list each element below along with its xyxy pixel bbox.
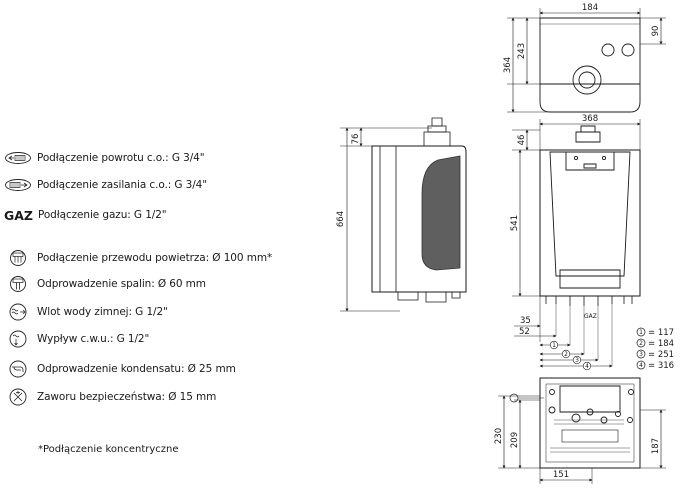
legend: Podłączenie powrotu c.o.: G 3/4" Podłącz… xyxy=(0,0,340,492)
side-view-dimensions xyxy=(345,127,363,312)
key-table xyxy=(636,327,646,370)
legend-text-flue: Odprowadzenie spalin: Ø 60 mm xyxy=(37,278,206,290)
return-connection-icon xyxy=(4,149,32,167)
legend-text-air: Podłączenie przewodu powietrza: Ø 100 mm… xyxy=(37,252,273,264)
legend-row-supply: Podłączenie zasilania c.o.: G 3/4" xyxy=(4,176,207,194)
key-value-3: = 251 xyxy=(648,350,674,360)
dim-187: 187 xyxy=(651,438,661,454)
top-view-dimensions xyxy=(511,11,663,113)
front-gas-label: GAZ xyxy=(584,313,597,320)
dim-364: 364 xyxy=(503,57,513,73)
dim-541: 541 xyxy=(510,215,520,231)
safety-valve-icon xyxy=(4,388,32,406)
legend-text-condensate: Odprowadzenie kondensatu: Ø 25 mm xyxy=(37,363,236,375)
dim-368: 368 xyxy=(582,114,598,124)
legend-row-flue: Odprowadzenie spalin: Ø 60 mm xyxy=(4,275,206,293)
front-view-dimensions xyxy=(514,122,641,368)
bottom-view xyxy=(498,377,666,484)
key-num-4: 4 xyxy=(639,362,643,369)
gas-icon: GAZ xyxy=(4,207,33,223)
dim-209: 209 xyxy=(510,432,520,448)
air-duct-icon xyxy=(4,249,32,267)
legend-text-return: Podłączenie powrotu c.o.: G 3/4" xyxy=(37,152,205,164)
legend-text-cold-water: Wlot wody zimnej: G 1/2" xyxy=(37,306,168,318)
top-view xyxy=(507,8,666,113)
hot-water-outlet-icon xyxy=(4,330,32,348)
footnote: *Podłączenie koncentryczne xyxy=(38,444,179,455)
dim-90: 90 xyxy=(651,26,661,37)
dim-243: 243 xyxy=(517,43,527,59)
dim-52: 52 xyxy=(519,327,530,337)
cold-water-inlet-icon xyxy=(4,303,32,321)
legend-text-safety-valve: Zaworu bezpieczeństwa: Ø 15 mm xyxy=(37,391,217,403)
legend-row-return: Podłączenie powrotu c.o.: G 3/4" xyxy=(4,149,205,167)
condensate-icon xyxy=(4,360,32,378)
bottom-view-dimensions xyxy=(502,395,663,482)
dim-184: 184 xyxy=(582,3,598,13)
legend-text-gas: Podłączenie gazu: G 1/2" xyxy=(38,209,167,221)
flue-gas-icon xyxy=(4,275,32,293)
key-value-4: = 316 xyxy=(648,361,674,371)
dim-46: 46 xyxy=(517,135,527,146)
front-view xyxy=(512,119,641,342)
legend-text-hot-water: Wypływ c.w.u.: G 1/2" xyxy=(37,333,150,345)
supply-connection-icon xyxy=(4,176,32,194)
legend-row-air: Podłączenie przewodu powietrza: Ø 100 mm… xyxy=(4,249,272,267)
side-view xyxy=(340,117,467,312)
front-marker-1: 1 xyxy=(552,342,556,349)
legend-row-safety-valve: Zaworu bezpieczeństwa: Ø 15 mm xyxy=(4,388,216,406)
legend-row-gas: GAZ Podłączenie gazu: G 1/2" xyxy=(4,206,167,224)
key-num-3: 3 xyxy=(639,351,643,358)
dim-230: 230 xyxy=(494,428,504,444)
front-marker-2: 2 xyxy=(564,351,568,358)
dim-664: 664 xyxy=(336,211,346,227)
key-value-1: = 117 xyxy=(648,328,674,338)
front-marker-4: 4 xyxy=(585,363,589,370)
legend-text-supply: Podłączenie zasilania c.o.: G 3/4" xyxy=(37,179,207,191)
key-num-2: 2 xyxy=(639,340,643,347)
dim-35: 35 xyxy=(520,316,531,326)
dim-76: 76 xyxy=(351,134,361,145)
front-markers xyxy=(549,340,592,371)
dim-151: 151 xyxy=(553,470,569,480)
legend-row-hot-water: Wypływ c.w.u.: G 1/2" xyxy=(4,330,149,348)
key-num-1: 1 xyxy=(639,329,643,336)
front-marker-3: 3 xyxy=(575,357,579,364)
legend-row-cold-water: Wlot wody zimnej: G 1/2" xyxy=(4,303,168,321)
legend-row-condensate: Odprowadzenie kondensatu: Ø 25 mm xyxy=(4,360,236,378)
key-value-2: = 184 xyxy=(648,339,674,349)
